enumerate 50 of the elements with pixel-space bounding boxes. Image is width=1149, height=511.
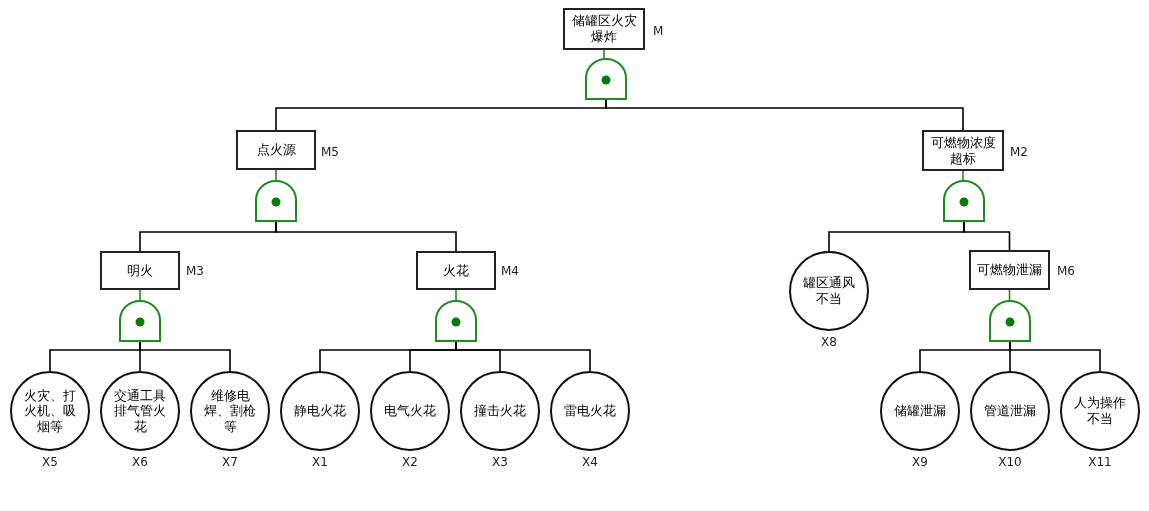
event-code: M4 [501, 264, 519, 278]
basic-event-circle: 电气火花 [370, 371, 450, 451]
event-code: X2 [401, 455, 419, 469]
connector-line [605, 99, 964, 131]
connector-line [275, 221, 457, 252]
event-code: X9 [911, 455, 929, 469]
and-gate [435, 300, 477, 342]
basic-event-circle: 交通工具排气管火花 [100, 371, 180, 451]
and-gate [989, 300, 1031, 342]
event-code: M [653, 24, 664, 38]
event-box: 可燃物浓度超标 [922, 130, 1004, 171]
basic-event-circle: 人为操作不当 [1060, 371, 1140, 451]
connector-line [455, 289, 457, 301]
event-box: 点火源 [236, 130, 316, 170]
connector-line [962, 170, 964, 181]
event-code: X8 [820, 335, 838, 349]
and-gate [585, 58, 627, 100]
event-code: X3 [491, 455, 509, 469]
and-gate [119, 300, 161, 342]
basic-event-circle: 罐区通风不当 [789, 251, 869, 331]
connector-line [603, 49, 605, 59]
basic-event-circle: 静电火花 [280, 371, 360, 451]
and-gate [943, 180, 985, 222]
connector-line [1009, 341, 1101, 372]
connector-line [963, 221, 1011, 251]
and-gate [255, 180, 297, 222]
event-code: X10 [997, 455, 1023, 469]
event-code: M5 [321, 145, 339, 159]
event-code: X4 [581, 455, 599, 469]
basic-event-circle: 雷电火花 [550, 371, 630, 451]
basic-event-circle: 管道泄漏 [970, 371, 1050, 451]
basic-event-circle: 维修电焊、割枪等 [190, 371, 270, 451]
event-code: M2 [1010, 145, 1028, 159]
event-code: M6 [1057, 264, 1075, 278]
connector-line [275, 169, 277, 181]
event-box: 可燃物泄漏 [969, 250, 1050, 290]
basic-event-circle: 撞击火花 [460, 371, 540, 451]
event-code: X5 [41, 455, 59, 469]
basic-event-circle: 火灾、打火机、吸烟等 [10, 371, 90, 451]
event-code: M3 [186, 264, 204, 278]
connector-line [139, 341, 231, 372]
event-box: 火花 [416, 251, 496, 290]
event-code: X6 [131, 455, 149, 469]
event-box: 储罐区火灾爆炸 [563, 8, 645, 50]
connector-line [139, 289, 141, 301]
event-box: 明火 [100, 251, 180, 290]
event-code: X7 [221, 455, 239, 469]
event-code: X1 [311, 455, 329, 469]
event-code: X11 [1087, 455, 1113, 469]
basic-event-circle: 储罐泄漏 [880, 371, 960, 451]
